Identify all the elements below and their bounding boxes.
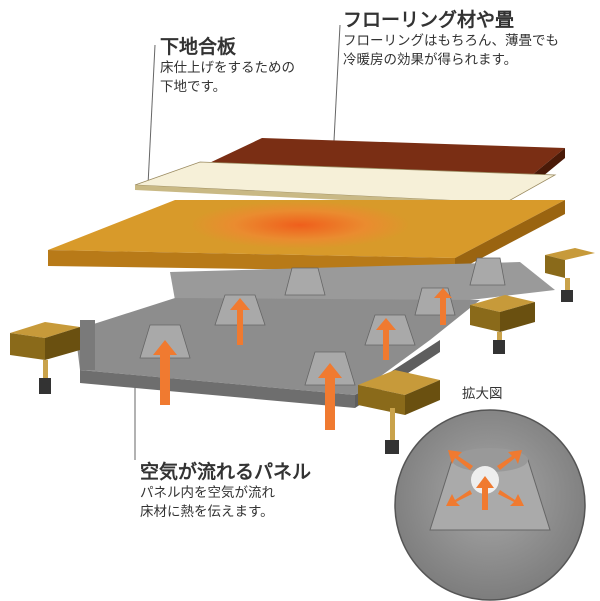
support-foot-front: [358, 370, 440, 454]
airflow-arrows: [153, 288, 452, 430]
zoom-view-label: 拡大図: [462, 386, 503, 402]
air-panel: [75, 257, 555, 408]
flooring-title: フローリング材や畳: [343, 9, 515, 31]
plywood-label: 下地合板 床仕上げをするための 下地です。: [160, 35, 295, 97]
plywood-leader-line: [147, 44, 156, 186]
plywood-title: 下地合板: [160, 36, 237, 58]
zoom-airflow-arrows: [446, 450, 524, 510]
flooring-desc-line-1: フローリングはもちろん、薄畳でも: [343, 33, 559, 49]
support-feet: [10, 248, 595, 454]
support-foot-left: [10, 322, 80, 394]
heated-board: [48, 200, 565, 272]
flooring-label: フローリング材や畳 フローリングはもちろん、薄畳でも 冷暖房の効果が得られます。: [343, 8, 559, 70]
panel-title: 空気が流れるパネル: [140, 461, 312, 483]
panel-label: 空気が流れるパネル パネル内を空気が流れ 床材に熱を伝えます。: [140, 460, 311, 522]
support-foot-right: [470, 295, 535, 354]
panel-desc-line-2: 床材に熱を伝えます。: [140, 504, 274, 520]
zoom-view: [394, 409, 586, 601]
support-foot-back: [545, 248, 595, 302]
plywood-desc-line-2: 下地です。: [160, 79, 227, 95]
panel-desc-line-1: パネル内を空気が流れ: [140, 485, 275, 501]
flooring-desc-line-2: 冷暖房の効果が得られます。: [343, 52, 518, 68]
plywood-desc-line-1: 床仕上げをするための: [160, 60, 295, 76]
flooring-leader-line: [332, 24, 341, 161]
